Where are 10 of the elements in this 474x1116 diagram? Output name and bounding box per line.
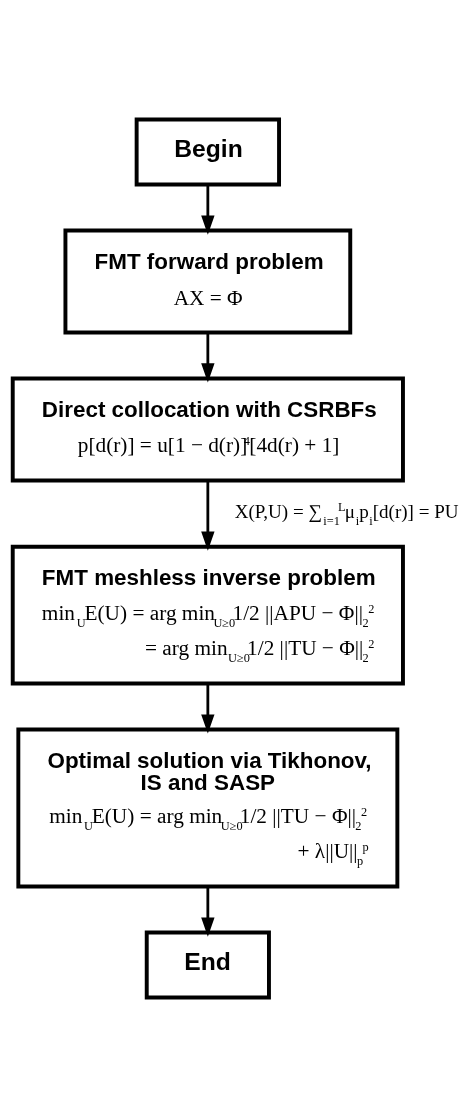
arrow (201, 184, 215, 235)
arrow (201, 683, 215, 733)
arrow (201, 480, 215, 551)
node-box: FMT forward problem AX = Φ (63, 228, 353, 334)
edge-label: X(P,U) = ∑$_{i=1}$$^{L}$μ$_{i}$p$_{i}$[d(r)] = PU (234, 499, 459, 528)
arrow (201, 886, 215, 937)
node-box: Direct collocation with CSRBFs p[d(r)] = u[1 − d(r)]$^{4}$[4d(r) + 1] (10, 376, 405, 483)
arrow (201, 332, 215, 382)
node-box: Begin (134, 117, 281, 186)
node-box: End (144, 930, 271, 999)
